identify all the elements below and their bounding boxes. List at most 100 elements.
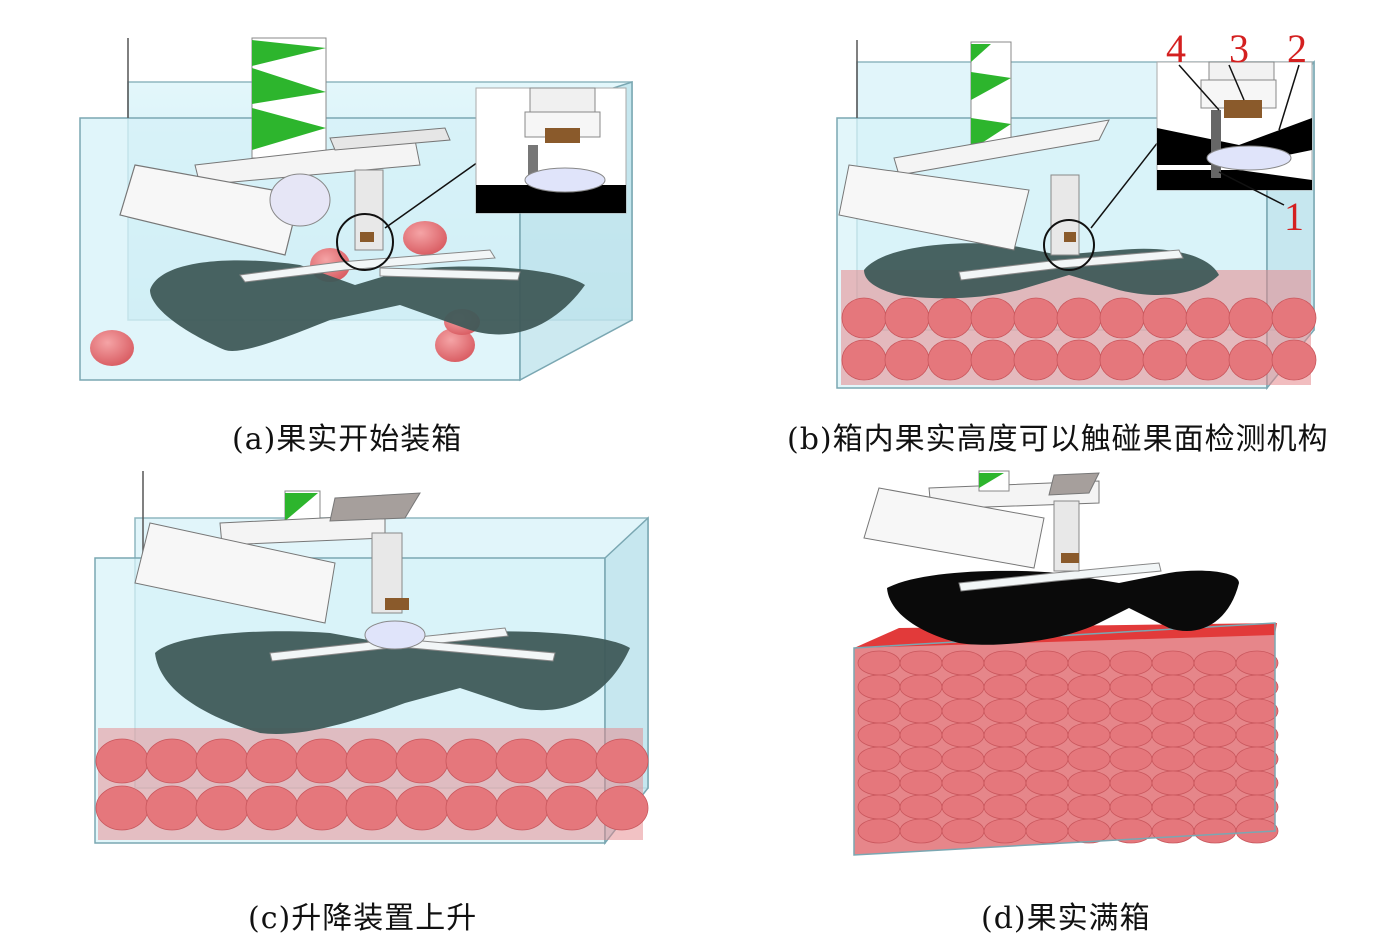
- plate: [863, 487, 1045, 569]
- fruit-layer: [95, 728, 649, 840]
- fruit: [1025, 698, 1069, 724]
- panel-b-drawing: 4 3 2 1: [836, 26, 1317, 391]
- flap: [150, 260, 585, 351]
- fruit: [395, 738, 449, 784]
- fruit: [1235, 674, 1279, 700]
- fruit: [595, 785, 649, 831]
- fruit: [1109, 674, 1153, 700]
- fruit: [941, 698, 985, 724]
- fruit: [841, 339, 887, 381]
- fruit: [1151, 746, 1195, 772]
- fruit: [983, 650, 1027, 676]
- plate: [119, 164, 301, 256]
- fruit: [1067, 746, 1111, 772]
- fruit: [970, 339, 1016, 381]
- fruit: [1025, 746, 1069, 772]
- fruit: [1228, 297, 1274, 339]
- fruit: [1151, 794, 1195, 820]
- fruit: [1235, 794, 1279, 820]
- fruit: [195, 785, 249, 831]
- fruit: [1235, 818, 1279, 844]
- caption-d: (d)果实满箱: [981, 901, 1151, 936]
- fruit: [545, 785, 599, 831]
- fruit: [1151, 650, 1195, 676]
- panel-c-drawing: [94, 471, 649, 846]
- fruit: [1193, 722, 1237, 748]
- green-guide: [251, 37, 327, 159]
- green-guide: [970, 41, 1012, 153]
- panel-a: (a)果实开始装箱: [0, 0, 699, 463]
- fruit: [857, 674, 901, 700]
- fruit: [95, 738, 149, 784]
- fruit: [403, 221, 447, 255]
- inset-detail: [1156, 61, 1313, 206]
- fruit: [1067, 698, 1111, 724]
- fruit: [1235, 650, 1279, 676]
- fruit: [395, 785, 449, 831]
- fruit: [941, 794, 985, 820]
- callout-3: 3: [1229, 26, 1249, 71]
- fruit: [899, 818, 943, 844]
- fruit: [1193, 698, 1237, 724]
- panel-a-drawing: [79, 37, 633, 382]
- fruit: [857, 650, 901, 676]
- fruit: [970, 297, 1016, 339]
- fruit-grid: [857, 650, 1279, 844]
- fruit: [1193, 818, 1237, 844]
- fruit: [1109, 746, 1153, 772]
- fruit: [1193, 674, 1237, 700]
- fruit: [435, 328, 475, 362]
- panel-d-drawing: [853, 470, 1279, 856]
- callout-1: 1: [1284, 194, 1304, 239]
- fruit: [1151, 674, 1195, 700]
- fruit: [345, 785, 399, 831]
- fruit: [1025, 674, 1069, 700]
- fruit: [1067, 674, 1111, 700]
- fruit: [1067, 794, 1111, 820]
- fruit: [95, 785, 149, 831]
- fruit: [927, 297, 973, 339]
- fruit: [941, 818, 985, 844]
- fruit: [295, 785, 349, 831]
- fruit: [884, 297, 930, 339]
- fruit: [1142, 297, 1188, 339]
- fruit: [1109, 770, 1153, 796]
- fruit: [1271, 339, 1317, 381]
- fruit: [857, 722, 901, 748]
- fruit: [899, 746, 943, 772]
- fruit: [983, 722, 1027, 748]
- fruit: [145, 785, 199, 831]
- fruit: [941, 650, 985, 676]
- fruit: [1228, 339, 1274, 381]
- fruit: [345, 738, 399, 784]
- fruit: [1235, 722, 1279, 748]
- fruit: [841, 297, 887, 339]
- panel-b: 4 3 2 1 (b)箱内果实高度可以触碰果面检测机构: [699, 0, 1398, 463]
- plate: [838, 164, 1030, 251]
- callout-2: 2: [1287, 26, 1307, 71]
- fruit: [1151, 722, 1195, 748]
- fruit: [1025, 818, 1069, 844]
- fruit: [1099, 297, 1145, 339]
- fruit: [90, 330, 134, 366]
- fruit: [899, 794, 943, 820]
- detail-circle: [1043, 219, 1095, 271]
- fruit: [899, 770, 943, 796]
- fruit: [1185, 339, 1231, 381]
- fruit: [595, 738, 649, 784]
- fruit: [1142, 339, 1188, 381]
- fruit: [899, 674, 943, 700]
- fruit: [1193, 770, 1237, 796]
- fruit: [884, 339, 930, 381]
- caption-a: (a)果实开始装箱: [232, 422, 463, 457]
- fruit: [1235, 770, 1279, 796]
- panel-d: (d)果实满箱: [699, 463, 1398, 936]
- fruit: [1013, 297, 1059, 339]
- fruit: [857, 698, 901, 724]
- fruit: [983, 698, 1027, 724]
- fruit: [899, 698, 943, 724]
- fruit: [1235, 746, 1279, 772]
- fruit: [1109, 650, 1153, 676]
- fruit: [1193, 650, 1237, 676]
- fruit: [1025, 794, 1069, 820]
